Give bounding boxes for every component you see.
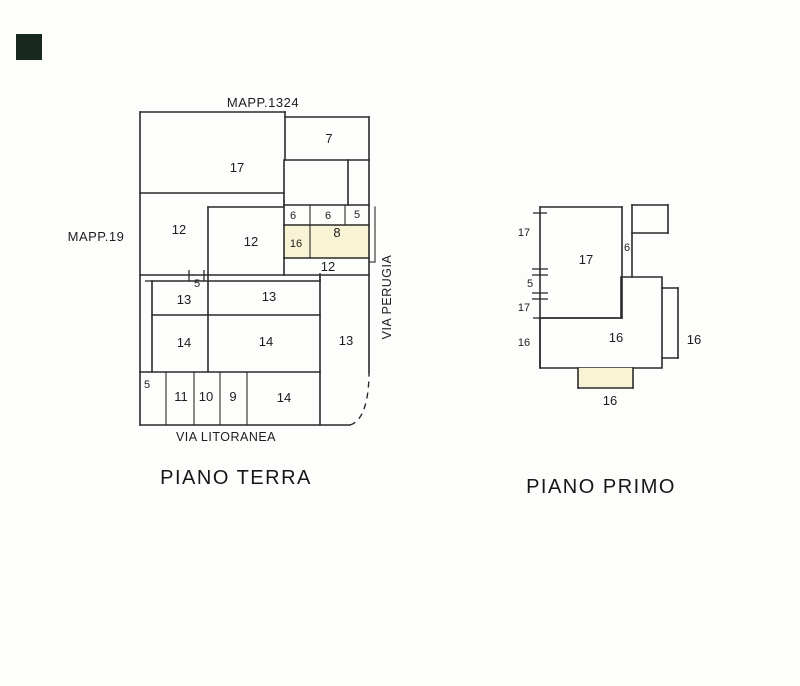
terra-highlight-rooms-16-8 xyxy=(284,225,369,258)
piano-primo-title: PIANO PRIMO xyxy=(526,476,676,498)
street-label-via-perugia: VIA PERUGIA xyxy=(380,254,394,339)
room-label-6-a: 6 xyxy=(290,210,296,222)
room-label-17: 17 xyxy=(230,160,244,175)
room-label-12-center: 12 xyxy=(244,234,258,249)
room-label-14-left: 14 xyxy=(177,335,191,350)
terra-tick-marks xyxy=(145,199,321,282)
primo-tick-marks xyxy=(532,212,548,319)
room-label-17-primo: 17 xyxy=(579,252,593,267)
wall-label-16-bottom: 16 xyxy=(603,393,617,408)
room-label-5-top: 5 xyxy=(354,209,360,221)
wall-label-17-lower: 17 xyxy=(518,302,530,314)
room-label-12-lower: 12 xyxy=(321,259,335,274)
room-label-13-left: 13 xyxy=(177,292,191,307)
room-label-11: 11 xyxy=(174,389,188,404)
terra-walls xyxy=(139,111,376,426)
strip-label-5: 5 xyxy=(144,379,150,391)
room-label-7: 7 xyxy=(325,131,332,146)
room-label-10: 10 xyxy=(199,389,213,404)
wall-label-17-upper: 17 xyxy=(518,227,530,239)
room-label-6-b: 6 xyxy=(325,210,331,222)
scan-artifact-square xyxy=(16,34,42,60)
door-label-5-mid: 5 xyxy=(194,278,200,290)
primo-room-16-tab xyxy=(578,368,633,388)
wall-label-16-left: 16 xyxy=(518,337,530,349)
room-label-14-bottom: 14 xyxy=(277,390,291,405)
piano-terra-title: PIANO TERRA xyxy=(160,467,312,489)
mapp-1324-label: MAPP.1324 xyxy=(227,95,299,110)
wall-label-16-right: 16 xyxy=(687,332,701,347)
room-label-16: 16 xyxy=(290,238,302,250)
room-label-13-right: 13 xyxy=(339,333,353,348)
room-label-12-left: 12 xyxy=(172,222,186,237)
room-label-9: 9 xyxy=(229,389,236,404)
primo-highlight-room-16 xyxy=(539,276,663,369)
piano-terra-plan: 7 17 12 12 6 6 5 16 8 12 5 13 13 14 14 1… xyxy=(68,95,394,489)
room-label-8: 8 xyxy=(333,225,340,240)
mapp-19-label: MAPP.19 xyxy=(68,229,125,244)
room-label-13-center: 13 xyxy=(262,289,276,304)
street-label-via-litoranea: VIA LITORANEA xyxy=(176,430,276,444)
terra-dashed-corner-arc xyxy=(349,371,370,426)
room-label-14-center: 14 xyxy=(259,334,273,349)
piano-primo-plan: 17 17 6 5 17 16 16 16 16 PIANO PRIMO xyxy=(518,204,701,498)
room-label-16-primo: 16 xyxy=(609,330,623,345)
wall-label-5-primo: 5 xyxy=(527,278,533,290)
primo-walls xyxy=(539,204,679,389)
room-label-6-primo: 6 xyxy=(624,242,630,254)
